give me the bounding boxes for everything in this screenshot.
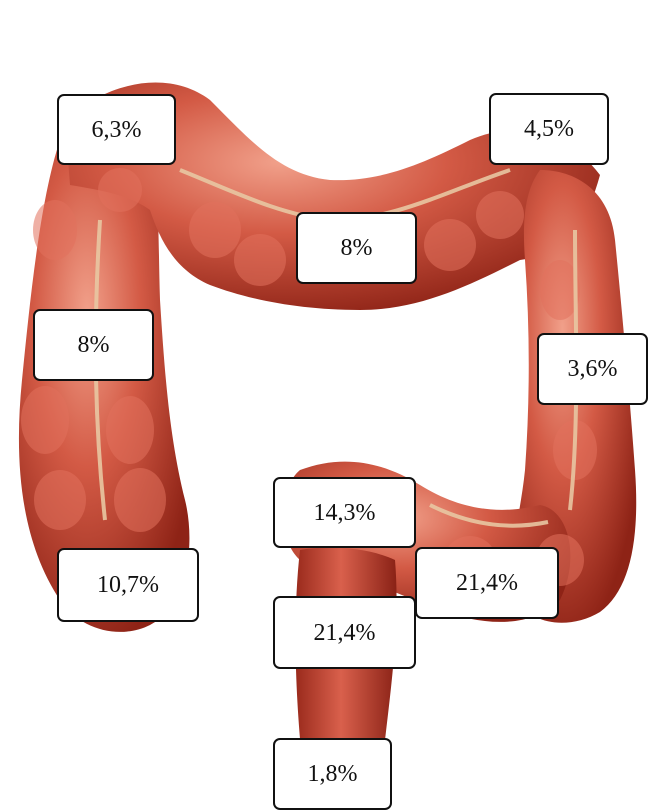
ascending-colon-label: 8% — [33, 309, 154, 381]
splenic-flexure-label: 4,5% — [489, 93, 609, 165]
descending-colon-label: 3,6% — [537, 333, 648, 405]
rectum-label: 21,4% — [273, 596, 416, 669]
hepatic-flexure-label: 6,3% — [57, 94, 176, 165]
transverse-colon-label: 8% — [296, 212, 417, 284]
anus-label: 1,8% — [273, 738, 392, 810]
rectosigmoid-label: 14,3% — [273, 477, 416, 548]
cecum-label: 10,7% — [57, 548, 199, 622]
sigmoid-colon-label: 21,4% — [415, 547, 559, 619]
